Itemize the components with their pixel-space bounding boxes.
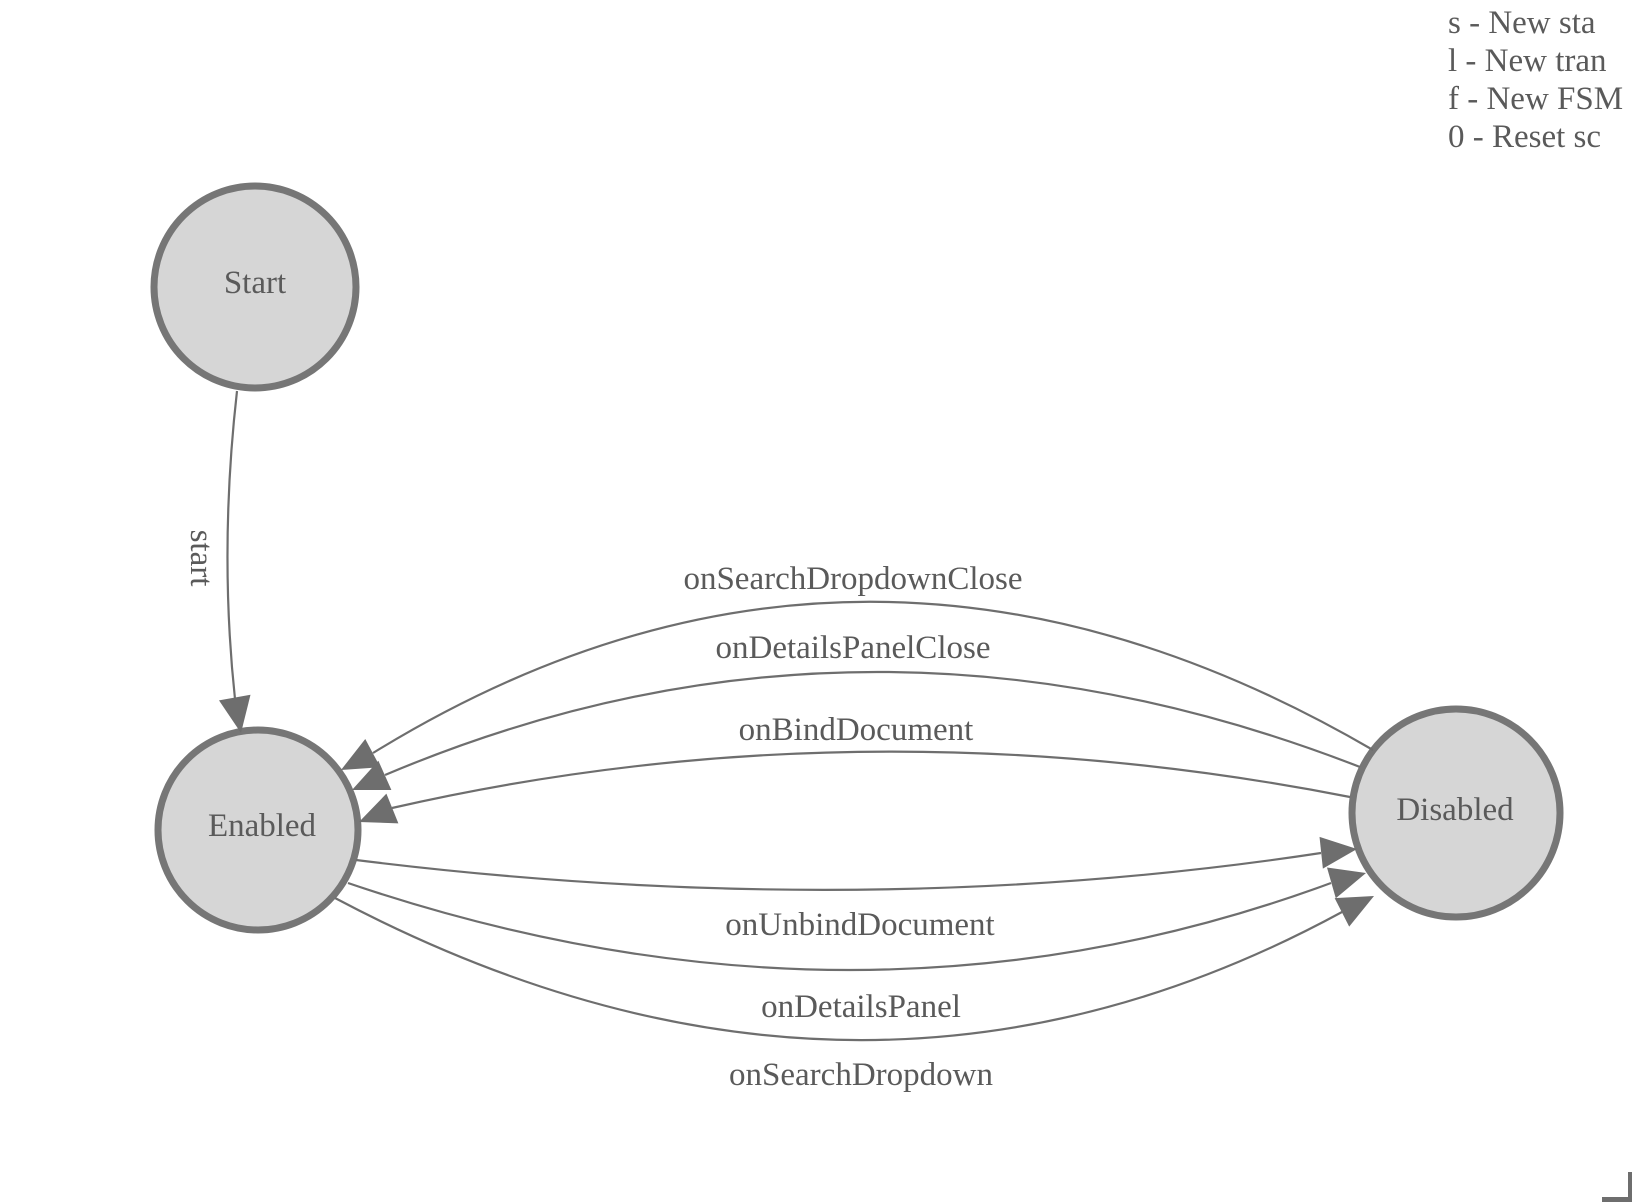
- edge-path-on-search-dropdown-close: [372, 600, 1374, 754]
- edge-label-on-unbind-document: onUnbindDocument: [725, 907, 994, 943]
- edge-path-on-unbind-document: [355, 851, 1322, 891]
- legend-line-reset: 0 - Reset sc: [1448, 119, 1602, 155]
- state-label-disabled: Disabled: [1396, 792, 1514, 828]
- arrowhead-icon: [1334, 896, 1374, 927]
- edge-label-start: start: [183, 530, 219, 587]
- state-circle-disabled[interactable]: [1348, 705, 1564, 921]
- arrowhead-icon: [341, 738, 381, 770]
- edge-on-details-panel-close: onDetailsPanelClose: [352, 630, 1361, 790]
- edge-label-on-details-panel-close: onDetailsPanelClose: [716, 630, 991, 666]
- arrowhead-icon: [359, 793, 399, 824]
- edge-on-details-panel: onDetailsPanel: [347, 867, 1366, 1025]
- edge-on-search-dropdown: onSearchDropdown: [334, 896, 1374, 1093]
- edge-label-on-search-dropdown: onSearchDropdown: [729, 1057, 993, 1093]
- edge-path-on-bind-document: [391, 750, 1351, 810]
- legend-line-new-state: s - New sta: [1448, 5, 1596, 41]
- state-node-disabled[interactable]: Disabled: [1348, 705, 1564, 921]
- state-circle-enabled[interactable]: [154, 726, 362, 934]
- edge-label-on-details-panel: onDetailsPanel: [761, 989, 961, 1025]
- edge-label-on-bind-document: onBindDocument: [739, 712, 974, 748]
- edge-on-search-dropdown-close: onSearchDropdownClose: [341, 561, 1374, 770]
- edge-path-start: [226, 390, 239, 700]
- legend-line-new-fsm: f - New FSM: [1448, 81, 1624, 117]
- edge-path-on-details-panel: [347, 881, 1332, 972]
- arrowhead-icon: [1326, 867, 1366, 899]
- legend-line-new-transition: l - New tran: [1448, 43, 1607, 79]
- edge-on-unbind-document: onUnbindDocument: [355, 836, 1357, 943]
- edge-label-on-search-dropdown-close: onSearchDropdownClose: [683, 561, 1022, 597]
- edge-on-bind-document: onBindDocument: [359, 712, 1351, 824]
- edge-path-on-search-dropdown: [334, 897, 1343, 1042]
- keyboard-shortcuts-legend: s - New sta l - New tran f - New FSM 0 -…: [1448, 4, 1623, 156]
- state-label-start: Start: [224, 265, 286, 301]
- state-label-enabled: Enabled: [208, 808, 317, 844]
- arrowhead-icon: [352, 760, 392, 790]
- state-node-start[interactable]: Start: [150, 182, 360, 392]
- canvas-corner-border: [1602, 1172, 1632, 1202]
- state-circle-start[interactable]: [150, 182, 360, 392]
- arrowhead-icon: [218, 694, 251, 733]
- state-node-enabled[interactable]: Enabled: [154, 726, 362, 934]
- edge-path-on-details-panel-close: [384, 670, 1361, 777]
- arrowhead-icon: [1319, 836, 1357, 869]
- edge-start-to-enabled: start: [183, 390, 251, 733]
